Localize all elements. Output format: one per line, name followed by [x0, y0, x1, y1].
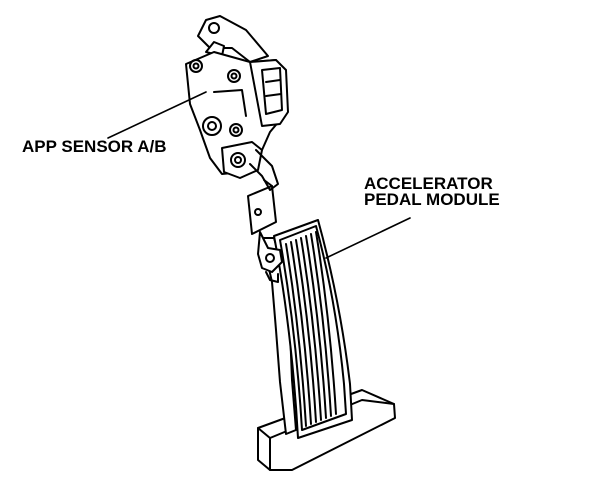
- sensor-leader-line: [107, 91, 207, 139]
- pedal-callout-label: ACCELERATOR PEDAL MODULE: [364, 174, 500, 209]
- sensor-callout-label: APP SENSOR A/B: [22, 137, 167, 156]
- pedal-linkage: [247, 179, 283, 283]
- sensor-label-text: APP SENSOR A/B: [22, 137, 167, 156]
- pedal-leader-line: [325, 217, 411, 259]
- app-sensor-housing: [185, 15, 289, 191]
- pedal-pad: [273, 219, 353, 439]
- pedal-label-line-2: PEDAL MODULE: [364, 190, 500, 209]
- pedal-label-line-1: ACCELERATOR: [364, 174, 493, 193]
